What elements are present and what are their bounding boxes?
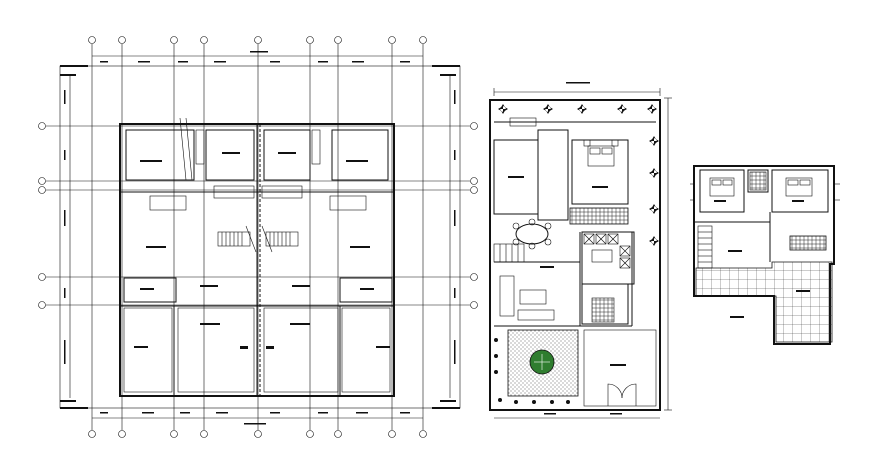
twin-house-plan (38, 36, 478, 438)
dimension-frame (59, 55, 461, 419)
grid-lines-horizontal (46, 125, 470, 306)
parking-porch (583, 329, 657, 407)
dimension-marks (60, 51, 456, 425)
sofa-set (499, 249, 613, 321)
first-floor-counter (789, 235, 827, 251)
twin-house-walls (119, 117, 395, 397)
first-floor-bedrooms (699, 169, 829, 213)
first-floor-plan (690, 165, 840, 345)
ground-floor-outline (489, 99, 661, 411)
ground-floor-dimensions (493, 88, 672, 419)
twin-house-room-tags (134, 152, 390, 349)
grid-bubbles-bottom (88, 430, 427, 438)
first-floor-windows (690, 183, 840, 201)
toilet-area (591, 297, 615, 323)
appliance-boxes (583, 233, 631, 269)
first-floor-bath (749, 171, 767, 191)
grid-lines-vertical (91, 44, 424, 430)
ground-floor-terrace (494, 117, 656, 127)
tree-symbol (529, 349, 555, 375)
ground-floor-room-tags (508, 176, 626, 366)
grid-bubbles-top (88, 36, 427, 44)
kitchen-counter (569, 207, 629, 225)
ground-floor-dimension-marks (544, 82, 622, 415)
grid-bubbles-right (470, 122, 478, 309)
ground-floor-stair (493, 243, 525, 263)
plant-symbols (498, 104, 659, 246)
first-floor-terrace (695, 261, 833, 343)
first-floor-room-tags (714, 200, 810, 318)
bed-symbol (583, 139, 619, 167)
first-floor-beds (709, 177, 813, 197)
grid-bubbles-left (38, 122, 46, 309)
first-floor-stair (697, 225, 713, 269)
dining-table (512, 218, 552, 250)
garden-shrubs (494, 338, 570, 404)
ground-floor-plan (489, 82, 672, 419)
ground-floor-walls (493, 129, 635, 327)
